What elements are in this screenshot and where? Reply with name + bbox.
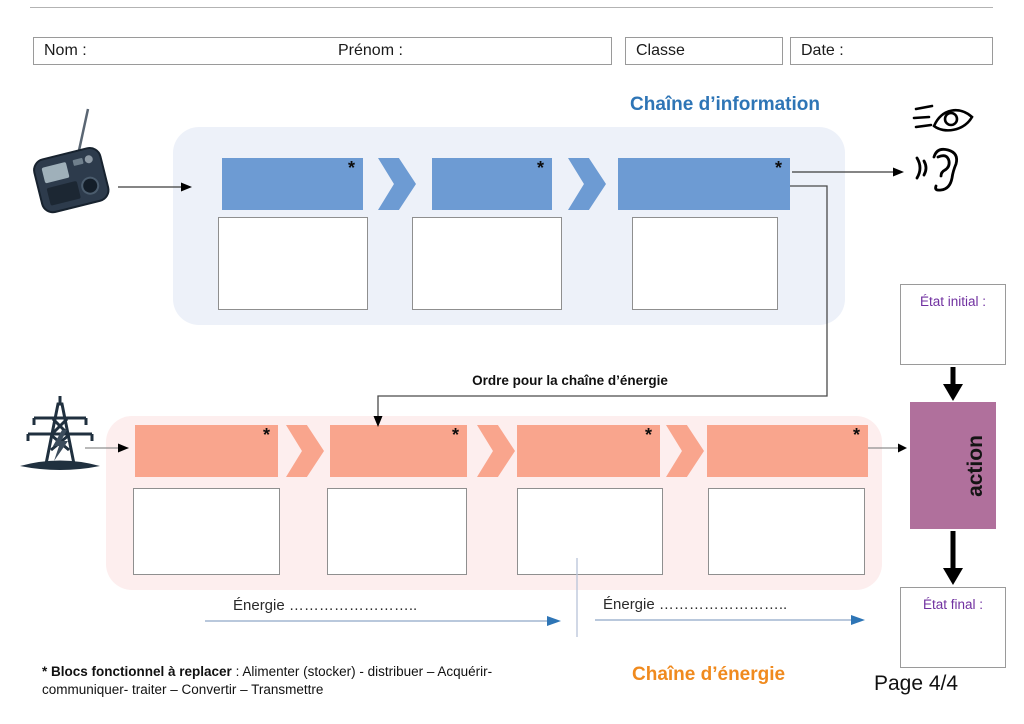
energy-answer-box-4[interactable] xyxy=(708,488,865,575)
etat-final-box[interactable]: État final : xyxy=(900,587,1006,668)
date-label: Date : xyxy=(801,42,844,59)
asterisk-mark: * xyxy=(852,425,860,445)
asterisk-mark: * xyxy=(774,158,782,178)
footer-note: * Blocs fonctionnel à replacer : Aliment… xyxy=(42,663,582,698)
power-pylon-icon xyxy=(20,396,100,470)
nom-label: Nom : xyxy=(44,42,87,59)
asterisk-mark: * xyxy=(451,425,459,445)
rc-transmitter-icon xyxy=(33,108,110,214)
asterisk-mark: * xyxy=(262,425,270,445)
info-function-box-3[interactable]: * xyxy=(618,158,790,210)
energy-answer-box-3[interactable] xyxy=(517,488,663,575)
etat-final-label: État final : xyxy=(922,597,984,612)
etat-initial-box[interactable]: État initial : xyxy=(900,284,1006,365)
info-function-box-2[interactable]: * xyxy=(432,158,552,210)
asterisk-mark: * xyxy=(536,158,544,178)
header-name-box[interactable]: Nom : Prénom : xyxy=(33,37,612,65)
info-answer-box-1[interactable] xyxy=(218,217,368,310)
action-to-etat-final-arrow xyxy=(943,531,963,585)
asterisk-mark: * xyxy=(644,425,652,445)
prenom-label: Prénom : xyxy=(338,42,403,59)
energie-label-2: Énergie …………………….. xyxy=(603,596,788,613)
ear-icon xyxy=(915,147,959,192)
energy-chain-title: Chaîne d’énergie xyxy=(632,664,786,685)
info-function-box-1[interactable]: * xyxy=(222,158,363,210)
energie-label-1: Énergie …………………….. xyxy=(233,597,418,614)
energy-answer-box-1[interactable] xyxy=(133,488,280,575)
etat-initial-label: État initial : xyxy=(919,294,987,309)
order-label: Ordre pour la chaîne d’énergie xyxy=(472,373,668,388)
energy-function-box-3[interactable]: * xyxy=(517,425,660,477)
classe-label: Classe xyxy=(636,42,685,59)
action-box: action xyxy=(910,402,996,529)
asterisk-mark: * xyxy=(347,158,355,178)
energie-arrow-1 xyxy=(205,616,561,626)
energie-arrow-2 xyxy=(595,615,865,625)
top-rule xyxy=(30,7,993,8)
info-chain-title: Chaîne d’information xyxy=(630,94,820,115)
energy-function-box-2[interactable]: * xyxy=(330,425,467,477)
footer-note-rest: : Alimenter (stocker) - distribuer – Acq… xyxy=(231,664,493,679)
energy-answer-box-2[interactable] xyxy=(327,488,467,575)
action-label: action xyxy=(964,434,987,497)
energy-function-box-1[interactable]: * xyxy=(135,425,278,477)
info-answer-box-2[interactable] xyxy=(412,217,562,310)
header-classe-box[interactable]: Classe xyxy=(625,37,783,65)
footer-note-bold: * Blocs fonctionnel à replacer xyxy=(42,664,232,679)
header-date-box[interactable]: Date : xyxy=(790,37,993,65)
etat-initial-to-action-arrow xyxy=(943,367,963,401)
footer-note-line2: communiquer- traiter – Convertir – Trans… xyxy=(42,681,324,697)
page-number: Page 4/4 xyxy=(874,672,959,695)
eye-icon xyxy=(912,104,974,132)
info-answer-box-3[interactable] xyxy=(632,217,778,310)
energy-function-box-4[interactable]: * xyxy=(707,425,868,477)
